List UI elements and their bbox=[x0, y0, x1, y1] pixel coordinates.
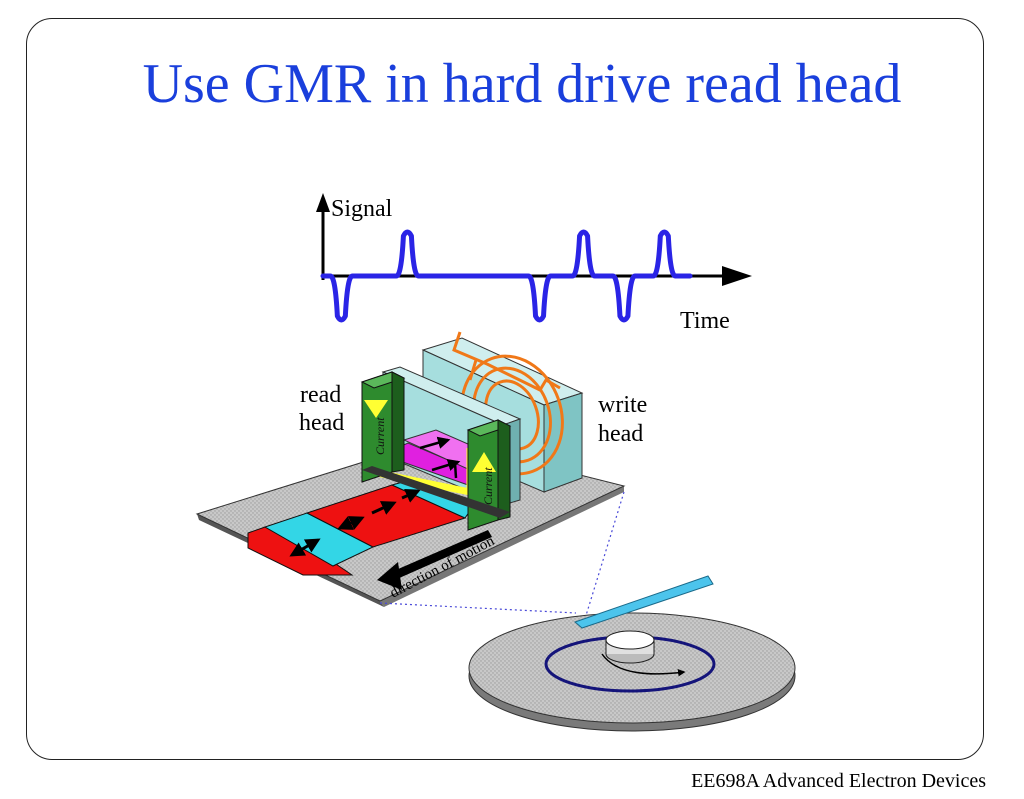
current-label-right: Current bbox=[481, 467, 495, 505]
disk-platter bbox=[468, 612, 796, 724]
read-shield-left-side bbox=[391, 371, 405, 473]
gmr-layer-arrows bbox=[419, 436, 461, 479]
head-base-strip bbox=[362, 466, 510, 518]
slider-platform-side-right bbox=[380, 486, 624, 607]
current-label-left: Current bbox=[373, 417, 387, 455]
actuator-arm bbox=[574, 575, 714, 629]
write-head-label-2: head bbox=[598, 421, 643, 447]
signal-axis-label: Signal bbox=[331, 196, 393, 222]
time-axis-label: Time bbox=[680, 308, 730, 334]
spindle-top bbox=[605, 630, 655, 650]
current-arrow-up bbox=[472, 452, 496, 472]
read-shield-right-side bbox=[497, 419, 511, 521]
motion-arrow bbox=[382, 530, 492, 583]
read-head-label-2: head bbox=[299, 410, 344, 436]
spin-arrow bbox=[601, 653, 686, 677]
magnetization-arrows bbox=[289, 488, 421, 557]
read-head-label-1: read bbox=[300, 382, 341, 408]
signal-trace bbox=[320, 229, 693, 323]
course-footer: EE698A Advanced Electron Devices bbox=[691, 770, 986, 792]
write-head-block-side bbox=[543, 392, 583, 493]
current-arrow-down bbox=[364, 400, 388, 418]
motion-arrow-head bbox=[377, 562, 402, 590]
hard-disk bbox=[468, 575, 796, 732]
signal-plot: Signal Time bbox=[316, 193, 752, 334]
time-x-axis-arrowhead bbox=[722, 266, 752, 286]
slide-frame bbox=[26, 18, 984, 760]
slide-title: Use GMR in hard drive read head bbox=[142, 53, 902, 115]
signal-y-axis-arrowhead bbox=[316, 193, 330, 212]
write-head-label-1: write bbox=[598, 392, 647, 418]
head-diagram: direction of motion bbox=[195, 331, 647, 607]
